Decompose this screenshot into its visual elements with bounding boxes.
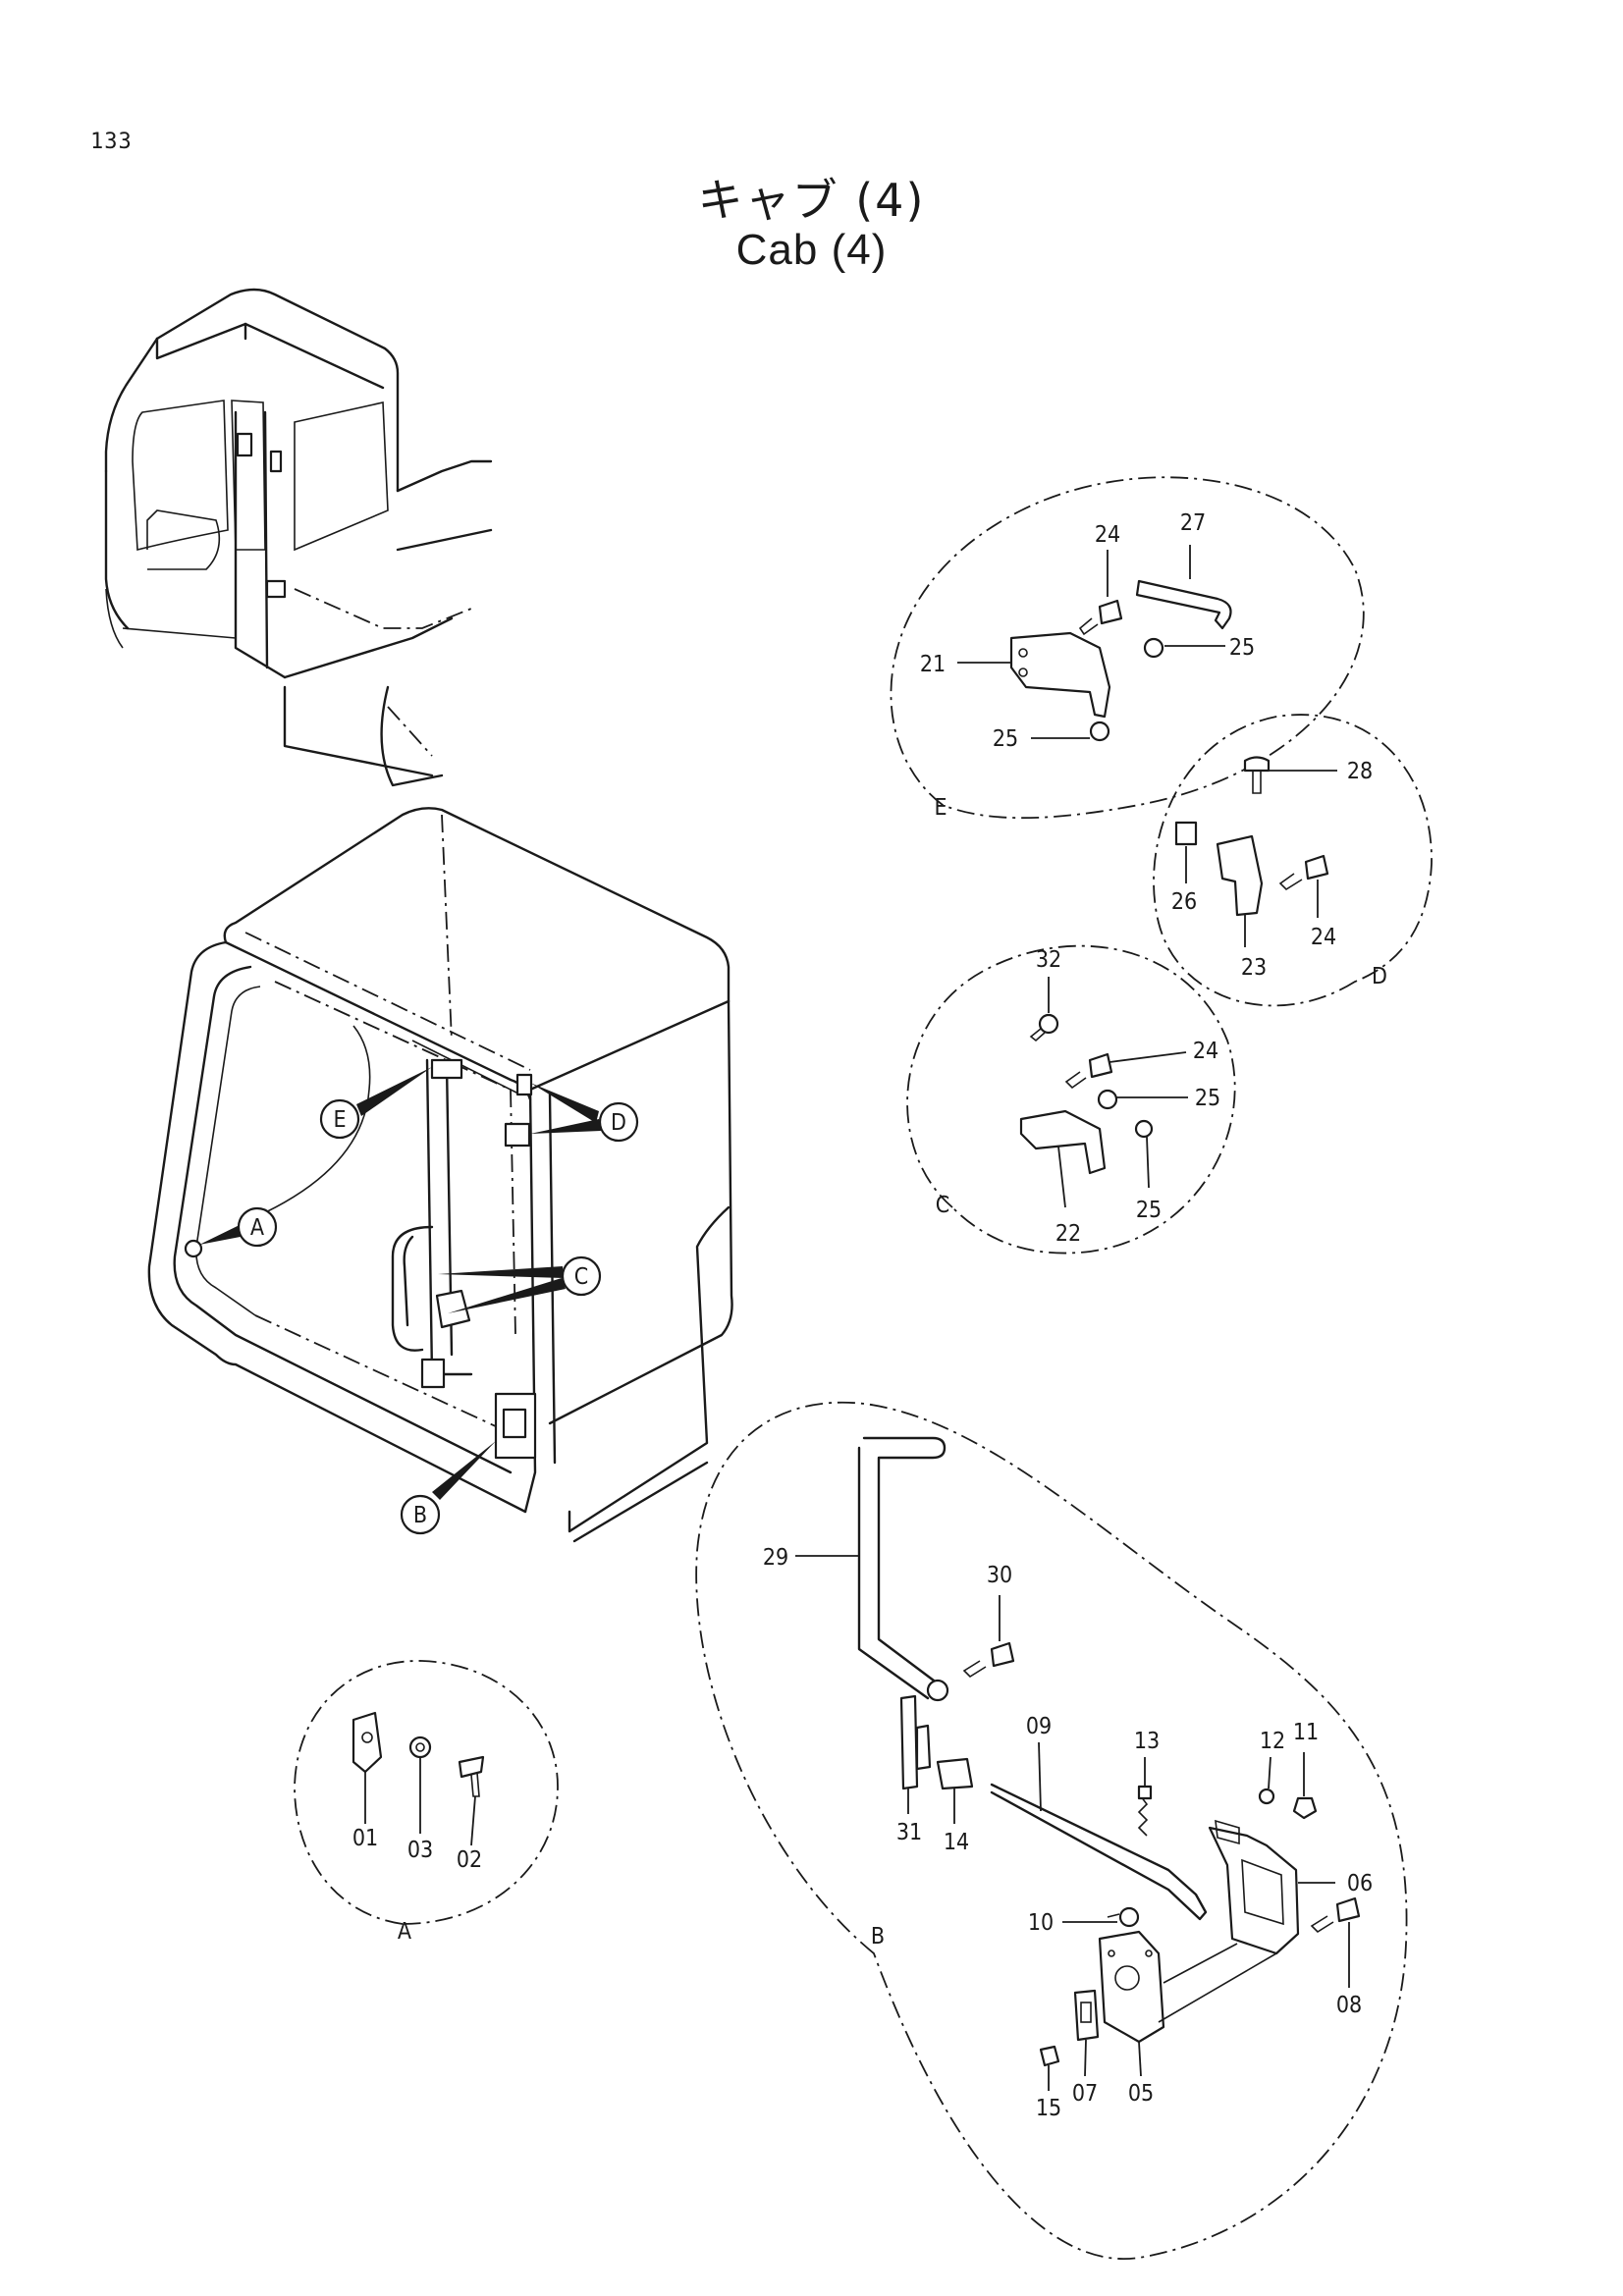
part-label-05: 05 bbox=[1128, 2081, 1154, 2107]
detail-d: D 28 26 23 24 bbox=[1153, 714, 1433, 1007]
part-label-28: 28 bbox=[1347, 759, 1373, 784]
page-number: 133 bbox=[90, 130, 133, 154]
detail-b-label: B bbox=[871, 1924, 885, 1949]
part-label-21: 21 bbox=[920, 652, 946, 677]
callout-a: A bbox=[199, 1206, 278, 1248]
part-label-08: 08 bbox=[1336, 1993, 1362, 2018]
part-label-09: 09 bbox=[1026, 1714, 1052, 1739]
part-label-12: 12 bbox=[1260, 1729, 1285, 1754]
part-label-11: 11 bbox=[1293, 1720, 1319, 1745]
part-label-23: 23 bbox=[1241, 955, 1267, 981]
callout-e-label: E bbox=[333, 1107, 346, 1133]
part-label-06: 06 bbox=[1347, 1871, 1373, 1896]
part-label-15: 15 bbox=[1036, 2096, 1061, 2121]
detail-d-label: D bbox=[1372, 964, 1387, 989]
page-title-japanese: キャブ (4) bbox=[697, 174, 926, 227]
part-label-01: 01 bbox=[352, 1826, 378, 1851]
callout-e: E bbox=[319, 1067, 432, 1140]
overview-cab-sketch bbox=[104, 288, 493, 787]
part-label-25-c-bottom: 25 bbox=[1136, 1198, 1162, 1223]
part-label-07: 07 bbox=[1072, 2081, 1098, 2107]
part-label-32: 32 bbox=[1036, 947, 1061, 973]
detail-b: B bbox=[695, 1401, 1408, 2261]
part-label-03: 03 bbox=[407, 1838, 433, 1863]
callout-c: C bbox=[438, 1255, 602, 1313]
part-label-25-c-right: 25 bbox=[1195, 1086, 1220, 1111]
part-label-13: 13 bbox=[1134, 1729, 1160, 1754]
callout-d: D bbox=[530, 1083, 639, 1143]
detail-a-label: A bbox=[398, 1919, 411, 1945]
part-label-25-e-bottom: 25 bbox=[993, 726, 1018, 752]
part-label-22: 22 bbox=[1055, 1221, 1081, 1247]
detail-c: C 32 24 25 22 25 bbox=[906, 944, 1236, 1255]
part-label-25-e-right: 25 bbox=[1229, 635, 1255, 661]
part-label-30: 30 bbox=[987, 1563, 1012, 1588]
main-cab-sketch bbox=[147, 807, 733, 1543]
detail-e-label: E bbox=[934, 795, 947, 821]
detail-e: E 24 27 21 25 25 bbox=[890, 476, 1365, 821]
callout-b: B bbox=[400, 1441, 496, 1535]
part-label-27: 27 bbox=[1180, 510, 1206, 536]
page-title-english: Cab (4) bbox=[735, 226, 888, 274]
callout-d-label: D bbox=[611, 1110, 626, 1136]
callout-a-label: A bbox=[250, 1215, 264, 1241]
part-label-26: 26 bbox=[1171, 889, 1197, 915]
part-label-31: 31 bbox=[896, 1820, 922, 1845]
part-label-29: 29 bbox=[763, 1545, 788, 1571]
callout-b-label: B bbox=[413, 1503, 427, 1528]
part-label-24-e: 24 bbox=[1095, 522, 1120, 548]
part-label-24-c: 24 bbox=[1193, 1039, 1218, 1064]
detail-c-label: C bbox=[936, 1193, 949, 1218]
callout-c-label: C bbox=[574, 1264, 588, 1290]
part-label-10: 10 bbox=[1028, 1910, 1054, 1936]
part-label-14: 14 bbox=[944, 1830, 969, 1855]
part-label-24-d: 24 bbox=[1311, 925, 1336, 950]
detail-a: A 01 03 02 bbox=[294, 1660, 559, 1945]
part-label-02: 02 bbox=[457, 1847, 482, 1873]
